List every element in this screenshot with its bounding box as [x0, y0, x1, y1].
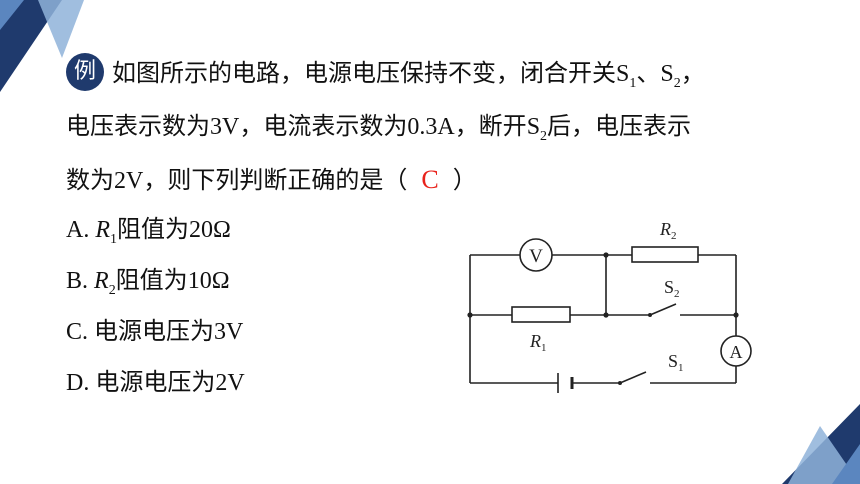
bottom-right-decoration: [782, 404, 860, 484]
label-s1: S1: [668, 351, 684, 374]
label-r2: R2: [659, 219, 677, 242]
junction-dots: [467, 252, 739, 385]
label-r1: R1: [529, 331, 547, 354]
circuit-diagram: V A R2 S2 R1 S1: [467, 219, 752, 393]
option-b[interactable]: B. R2阻值为10Ω: [66, 266, 230, 298]
answer-options: A. R1阻值为20Ω B. R2阻值为10Ω C. 电源电压为3V D. 电源…: [66, 206, 245, 410]
option-d[interactable]: D. 电源电压为2V: [66, 368, 245, 396]
question-text: 例如图所示的电路，电源电压保持不变，闭合开关S1、S2， 电压表示数为3V，电流…: [66, 52, 836, 203]
answer-letter: C: [421, 164, 439, 194]
voltmeter-icon: [519, 238, 553, 272]
option-a[interactable]: A. R1阻值为20Ω: [66, 215, 231, 247]
label-s2: S2: [664, 277, 680, 300]
ammeter-icon: [720, 335, 752, 367]
question-line-3: 数为2V，则下列判断正确的是（C）: [66, 164, 477, 194]
ammeter-label: A: [730, 342, 743, 362]
battery-icon: [557, 373, 574, 393]
option-c[interactable]: C. 电源电压为3V: [66, 317, 244, 345]
top-left-decoration: [0, 0, 84, 92]
voltmeter-label: V: [529, 246, 543, 267]
resistor-r2: [631, 246, 699, 263]
question-line-2: 电压表示数为3V，电流表示数为0.3A，断开S2后，电压表示: [66, 111, 692, 144]
example-badge: 例: [66, 53, 104, 91]
question-line-1: 例如图所示的电路，电源电压保持不变，闭合开关S1、S2，: [66, 52, 836, 105]
resistor-r1: [511, 306, 571, 323]
